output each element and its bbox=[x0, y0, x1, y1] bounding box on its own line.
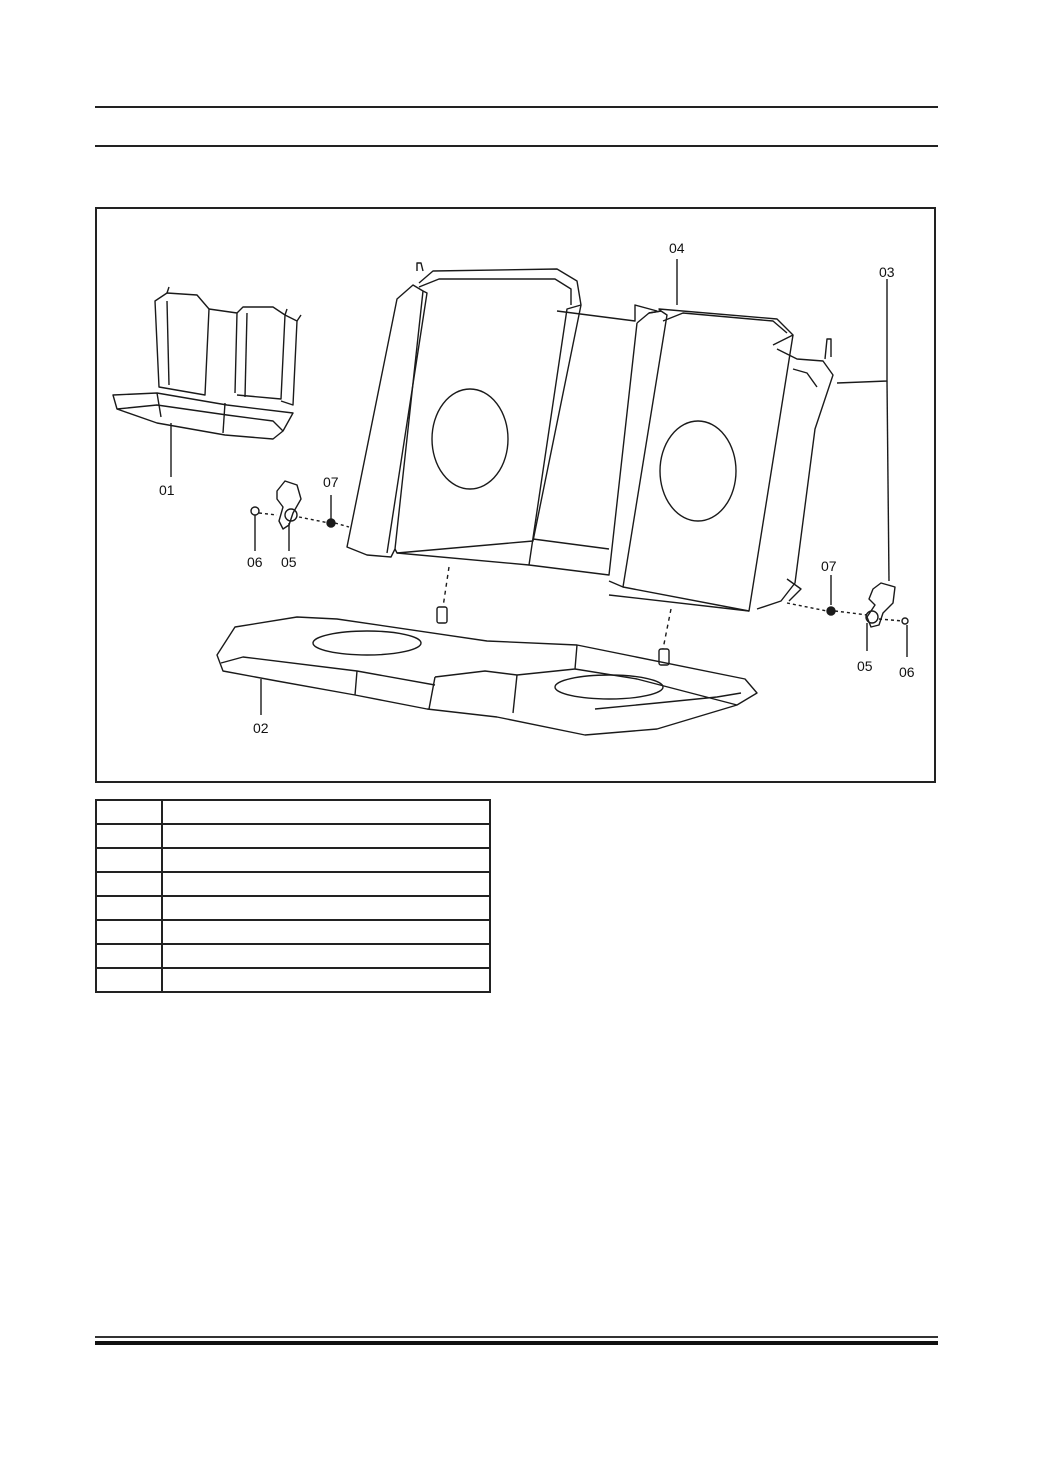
part-number-cell bbox=[95, 967, 163, 993]
part-description-cell bbox=[161, 919, 491, 945]
leader-03b bbox=[886, 380, 890, 582]
part-description-cell bbox=[161, 847, 491, 873]
right-hinge-parts bbox=[786, 575, 909, 657]
cushion-right-circle bbox=[554, 674, 664, 700]
part-description-cell bbox=[161, 823, 491, 849]
seatback-left-circle bbox=[431, 388, 509, 490]
table-row bbox=[95, 823, 491, 849]
seatback-right-circle bbox=[659, 420, 737, 522]
footer-rule-thin bbox=[95, 1336, 938, 1338]
table-row bbox=[95, 847, 491, 873]
callout-04: 04 bbox=[669, 240, 685, 256]
table-row bbox=[95, 895, 491, 921]
rear-seat-exploded-diagram: 01 02 03 04 05 05 06 06 07 07 bbox=[112, 240, 915, 736]
table-row bbox=[95, 943, 491, 969]
part-number-cell bbox=[95, 895, 163, 921]
callout-03: 03 bbox=[879, 264, 895, 280]
callout-05-right: 05 bbox=[857, 658, 873, 674]
table-row bbox=[95, 967, 491, 993]
part-number-cell bbox=[95, 943, 163, 969]
part-number-cell bbox=[95, 871, 163, 897]
leader-03 bbox=[836, 279, 888, 384]
table-row bbox=[95, 919, 491, 945]
header-rule-top bbox=[95, 106, 938, 108]
callout-06-left: 06 bbox=[247, 554, 263, 570]
part-description-cell bbox=[161, 895, 491, 921]
cushion-left-circle bbox=[312, 630, 422, 656]
part-number-cell bbox=[95, 823, 163, 849]
callout-02: 02 bbox=[253, 720, 269, 736]
callout-01: 01 bbox=[159, 482, 175, 498]
part-number-cell bbox=[95, 919, 163, 945]
part-description-cell bbox=[161, 943, 491, 969]
rear-seat-cushion bbox=[216, 566, 758, 736]
part-description-cell bbox=[161, 967, 491, 993]
assembled-seat-thumbnail bbox=[112, 286, 302, 440]
part-description-cell bbox=[161, 871, 491, 897]
table-row bbox=[95, 799, 491, 825]
parts-table bbox=[95, 799, 491, 993]
part-description-cell bbox=[161, 799, 491, 825]
table-row bbox=[95, 871, 491, 897]
part-number-cell bbox=[95, 799, 163, 825]
rear-seatback-assembly bbox=[346, 262, 834, 612]
callout-07-right: 07 bbox=[821, 558, 837, 574]
header-rule-bottom bbox=[95, 145, 938, 147]
callout-07-left: 07 bbox=[323, 474, 339, 490]
callout-05-left: 05 bbox=[281, 554, 297, 570]
footer-rule-thick bbox=[95, 1341, 938, 1345]
left-hinge-parts bbox=[250, 480, 350, 551]
callout-06-right: 06 bbox=[899, 664, 915, 680]
part-number-cell bbox=[95, 847, 163, 873]
exploded-view-figure: 01 02 03 04 05 05 06 06 07 07 bbox=[95, 207, 936, 783]
